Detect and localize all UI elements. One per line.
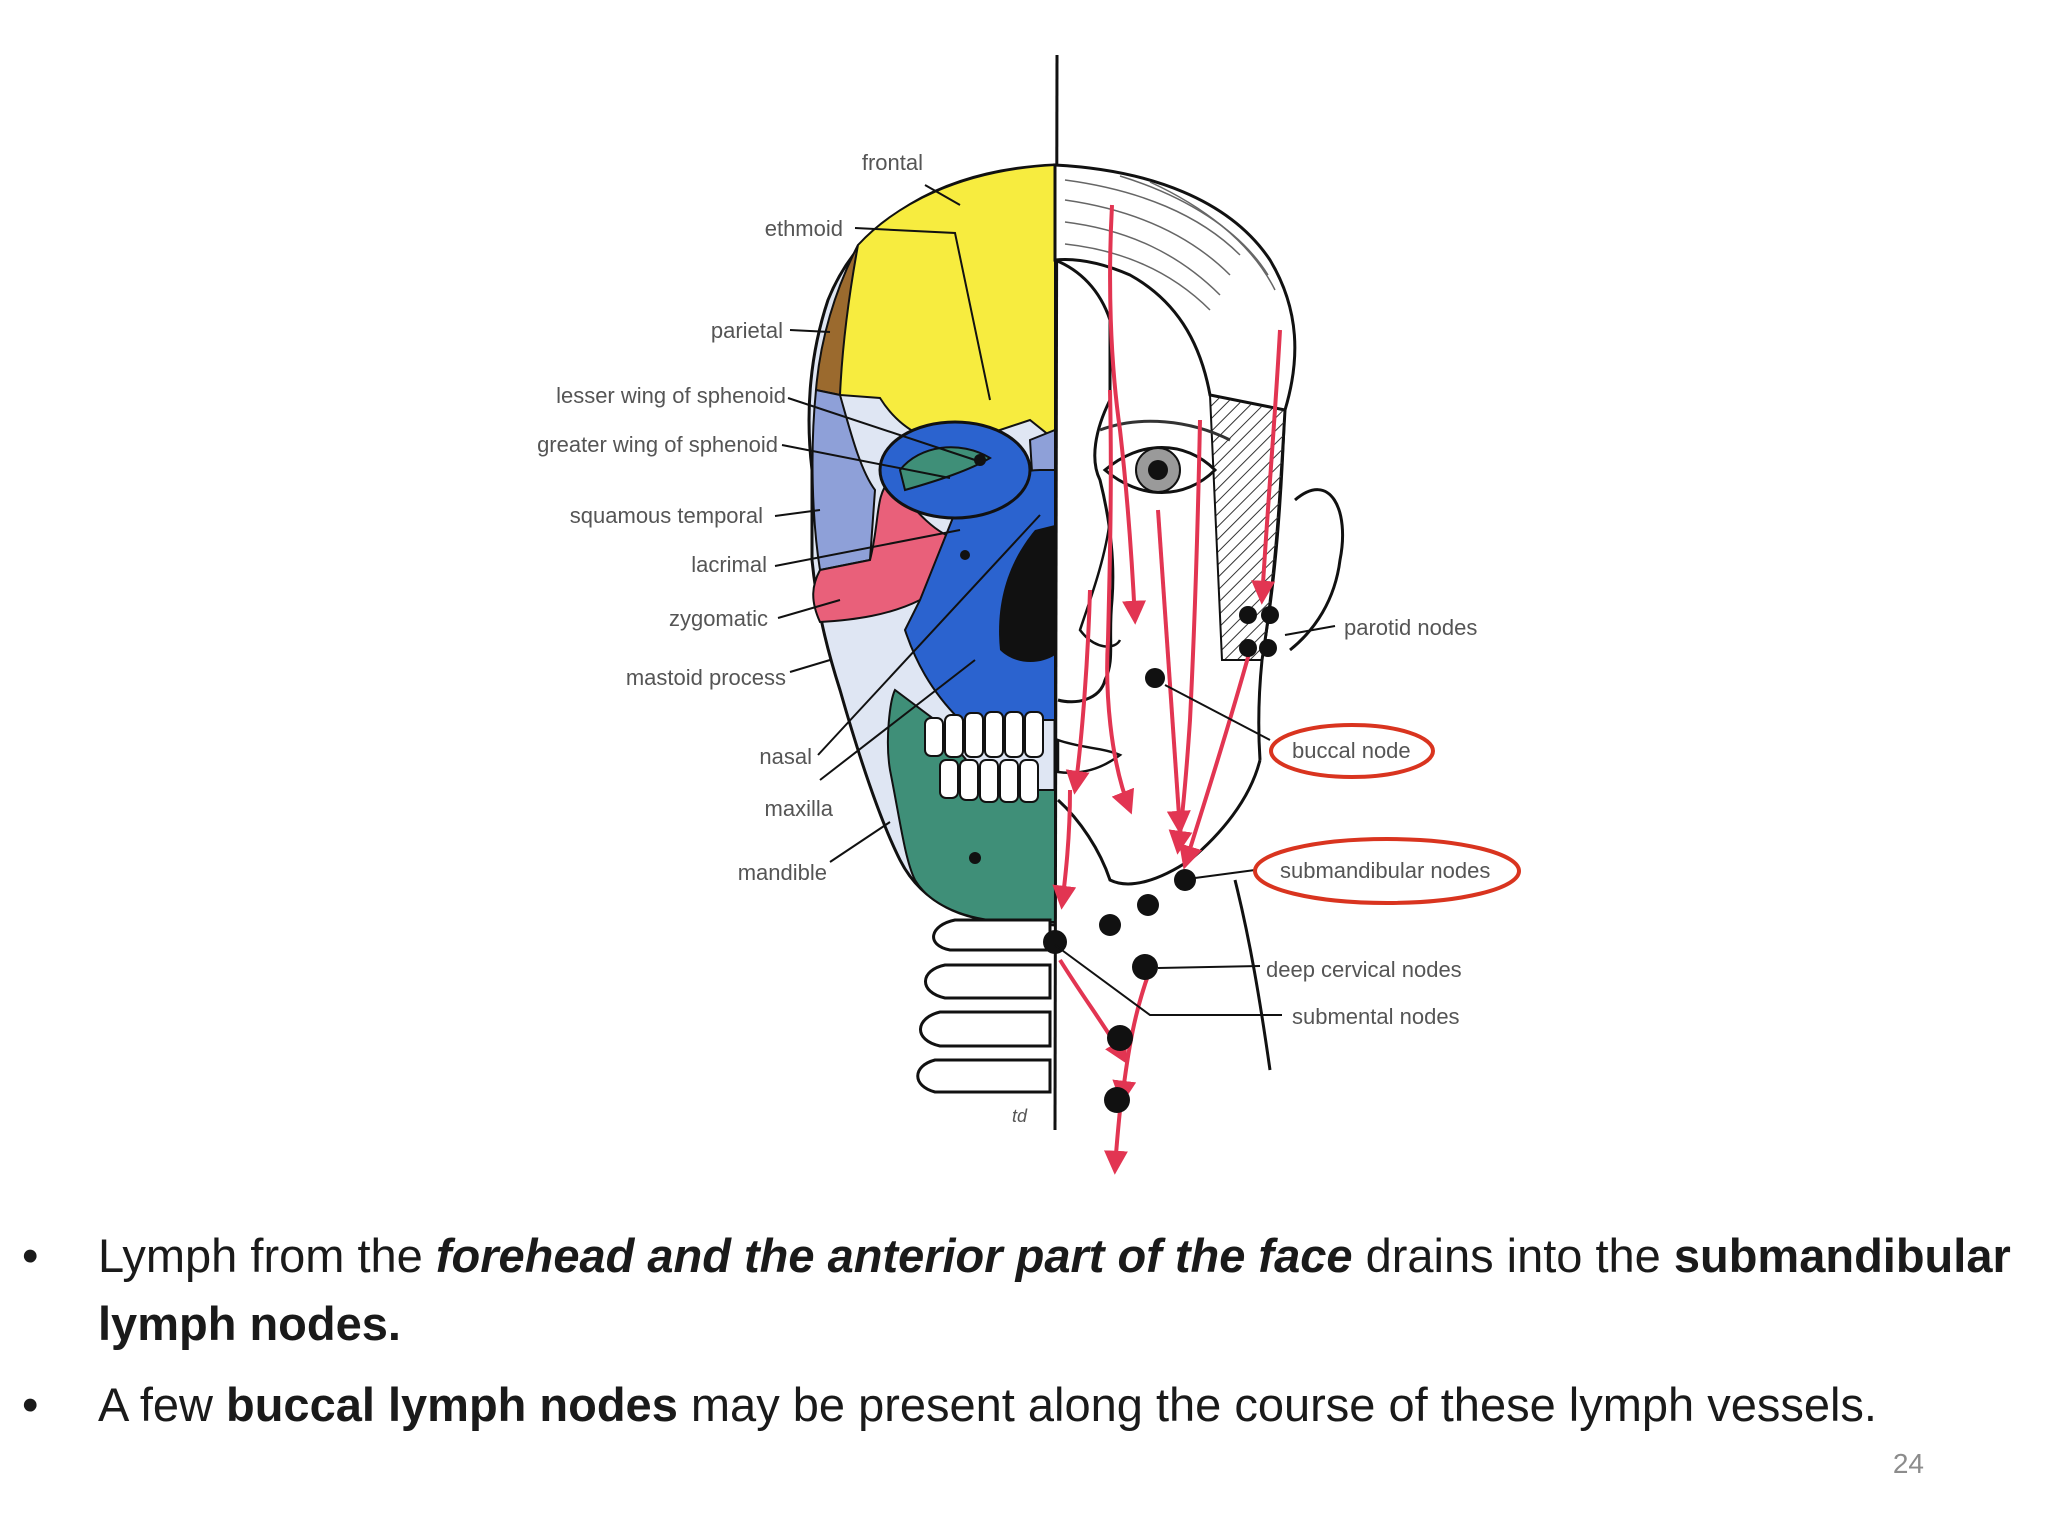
teeth <box>924 711 1044 803</box>
parotid-node <box>1239 639 1257 657</box>
hair <box>1053 163 1297 412</box>
face-half <box>1043 163 1345 1175</box>
bullet-text: A few <box>98 1378 227 1431</box>
label-buccal-node: buccal node <box>1292 738 1411 763</box>
bullet-strong: submandibular lymph nodes. <box>98 1229 2011 1350</box>
skull-half <box>807 163 1057 1094</box>
bullet-item: • A few buccal lymph nodes may be presen… <box>0 1371 2048 1439</box>
label-lacrimal: lacrimal <box>691 552 767 577</box>
jaw-outline <box>1056 759 1262 886</box>
buccal-node <box>1145 668 1165 688</box>
eyebrow <box>1099 419 1231 442</box>
ear <box>1289 488 1345 652</box>
nasal-cavity <box>999 525 1055 662</box>
bullet-text: may be present along the course of these… <box>677 1378 1877 1431</box>
lymph-nodes <box>1043 606 1279 1113</box>
optic-foramen <box>974 454 986 466</box>
bullet-marker: • <box>22 1229 39 1282</box>
parotid-node <box>1239 606 1257 624</box>
deep-cervical-node <box>1104 1087 1130 1113</box>
label-parotid-nodes: parotid nodes <box>1344 615 1477 640</box>
label-lesser-wing-of-sphenoid: lesser wing of sphenoid <box>556 383 786 408</box>
parotid-node <box>1259 639 1277 657</box>
bullet-text: drains into the <box>1352 1229 1674 1282</box>
infraorbital-foramen <box>960 550 970 560</box>
node-labels: parotid nodes buccal node submandibular … <box>1012 615 1490 1126</box>
lymph-vessels <box>1052 204 1282 1175</box>
bone-labels: frontal ethmoid parietal lesser wing of … <box>537 150 923 885</box>
bullet-emphasis: forehead and the anterior part of the fa… <box>435 1229 1353 1282</box>
head-lymph-diagram: frontal ethmoid parietal lesser wing of … <box>537 54 1521 1175</box>
submandibular-node <box>1137 894 1159 916</box>
cervical-vertebrae <box>916 918 1052 1094</box>
label-ethmoid: ethmoid <box>765 216 843 241</box>
bullet-strong: buccal lymph nodes <box>226 1378 678 1431</box>
label-greater-wing-of-sphenoid: greater wing of sphenoid <box>537 432 778 457</box>
page-number: 24 <box>1892 1448 1924 1479</box>
lips <box>1056 738 1123 775</box>
bullet-text: Lymph from the <box>98 1229 436 1282</box>
submandibular-node <box>1099 914 1121 936</box>
hair-strokes <box>1064 175 1276 311</box>
bullet-marker: • <box>22 1378 39 1431</box>
label-mastoid-process: mastoid process <box>626 665 786 690</box>
deep-cervical-node <box>1107 1025 1133 1051</box>
neck-outline <box>1233 879 1272 1071</box>
submandibular-nodes-highlight <box>1253 837 1521 905</box>
label-frontal: frontal <box>862 150 923 175</box>
label-submandibular-nodes: submandibular nodes <box>1280 858 1490 883</box>
label-mandible: mandible <box>738 860 827 885</box>
deep-cervical-node <box>1132 954 1158 980</box>
pupil <box>1148 460 1168 480</box>
mental-foramen <box>969 852 981 864</box>
label-maxilla: maxilla <box>765 796 834 821</box>
label-zygomatic: zygomatic <box>669 606 768 631</box>
label-nasal: nasal <box>759 744 812 769</box>
leader-lines <box>774 184 1336 1016</box>
label-submental-nodes: submental nodes <box>1292 1004 1460 1029</box>
buccal-node-highlight <box>1269 723 1435 779</box>
label-squamous-temporal: squamous temporal <box>570 503 763 528</box>
label-parietal: parietal <box>711 318 783 343</box>
submandibular-node <box>1174 869 1196 891</box>
nose <box>1078 519 1122 648</box>
label-deep-cervical-nodes: deep cervical nodes <box>1266 957 1462 982</box>
bullet-item: • Lymph from the forehead and the anteri… <box>0 1222 2048 1358</box>
bullet-list: • Lymph from the forehead and the anteri… <box>0 1222 2048 1452</box>
submental-node <box>1043 930 1067 954</box>
parotid-node <box>1261 606 1279 624</box>
artist-signature: td <box>1012 1106 1028 1126</box>
